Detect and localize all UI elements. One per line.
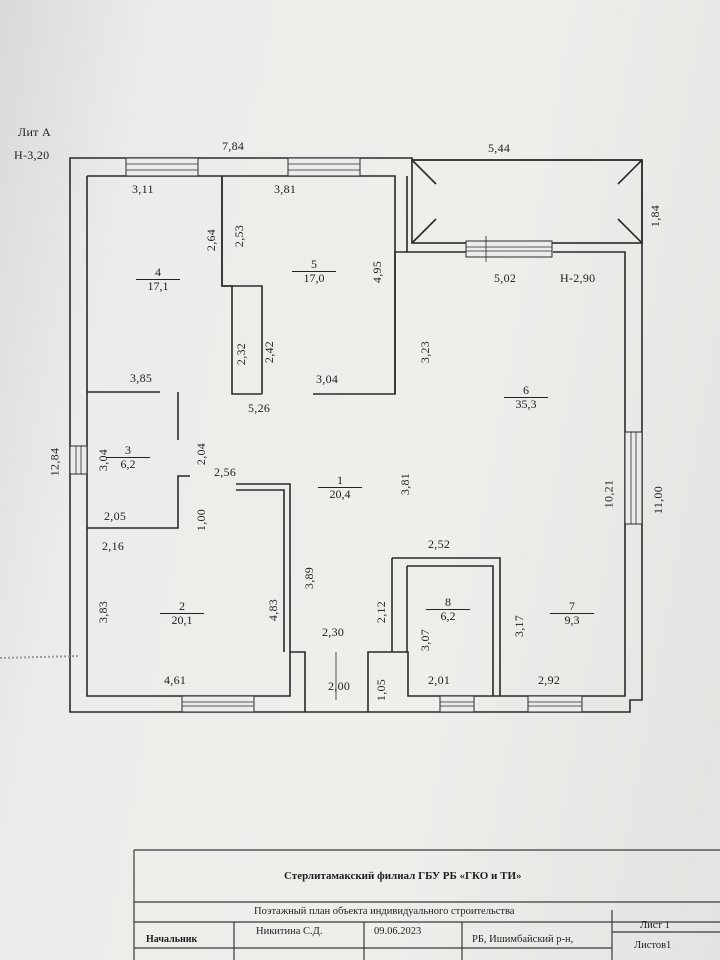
dim-r5-inner: 2,53 [232, 224, 247, 248]
dim-top-annex: 5,44 [488, 141, 511, 155]
room-number: 3 [125, 443, 131, 457]
room-number: 1 [337, 473, 343, 487]
room-area: 20,1 [160, 613, 204, 627]
dim-r8-top: 2,52 [428, 537, 451, 551]
room-area: 20,4 [318, 487, 362, 501]
dim-r2-inner: 3,89 [302, 566, 317, 590]
dim-r3-right: 2,04 [194, 442, 209, 466]
dim-r8-left-wall: 2,12 [374, 600, 389, 624]
window-bottom-room7 [527, 695, 583, 713]
lit-label: Лит А [18, 125, 51, 139]
org-name: Стерлитамакский филиал ГБУ РБ «ГКО и ТИ» [284, 870, 522, 882]
object-address: РБ, Ишимбайский р-н, [472, 934, 574, 945]
room-8: 8 6,2 [426, 596, 470, 623]
wall-room2-top [236, 483, 291, 652]
dim-hall-width: 5,26 [248, 401, 271, 415]
dim-r8-right: 3,17 [512, 614, 527, 638]
dim-left-total: 12,84 [47, 447, 62, 477]
dim-porch-bottom: 2,00 [328, 679, 351, 693]
window-top-mid [287, 157, 361, 177]
room-6: 6 35,3 [504, 384, 548, 411]
dim-r4-top: 3,11 [132, 182, 154, 196]
window-bottom-left [181, 695, 255, 713]
dim-r1-top-left: 2,56 [214, 465, 237, 479]
room-area: 17,1 [136, 279, 180, 293]
room-number: 4 [155, 265, 161, 279]
dim-r7-left: 10,21 [601, 479, 616, 509]
dim-r2-bottom: 4,61 [164, 673, 187, 687]
dim-r5-lower: 2,42 [262, 340, 277, 364]
sheets-total: Листов1 [634, 940, 672, 951]
room-1: 1 20,4 [318, 474, 362, 501]
dim-right-total: 11,00 [651, 485, 666, 515]
room-3: 3 6,2 [106, 444, 150, 471]
room-number: 5 [311, 257, 317, 271]
dim-porch-top: 2,30 [322, 625, 345, 639]
dim-r3-small: 1,00 [194, 508, 209, 532]
dim-top-total: 7,84 [222, 139, 245, 153]
dim-r2-top: 2,16 [102, 539, 125, 553]
room-7: 7 9,3 [550, 600, 594, 627]
dim-r5-top: 3,81 [274, 182, 297, 196]
dim-r4-inner: 2,64 [204, 228, 219, 252]
dim-r1-top-right: 3,23 [418, 340, 433, 364]
window-right [624, 431, 643, 525]
document-date: 09.06.2023 [374, 926, 422, 937]
dim-r4-lower: 2,32 [234, 342, 249, 366]
room-area: 17,0 [292, 271, 336, 285]
dim-r3-top: 3,85 [130, 371, 153, 385]
exterior-wall-outer [69, 157, 643, 713]
signer-role: Начальник [146, 934, 198, 945]
room-number: 6 [523, 383, 529, 397]
title-block-grid [133, 849, 720, 960]
dim-porch-side: 1,05 [374, 678, 389, 702]
room-area: 6,2 [426, 609, 470, 623]
dim-r2-left: 3,83 [96, 600, 111, 624]
window-left [69, 445, 88, 475]
signer-name: Никитина С.Д. [256, 926, 323, 937]
room-area: 9,3 [550, 613, 594, 627]
room-number: 2 [179, 599, 185, 613]
dim-r5-right: 4,95 [370, 260, 385, 284]
room-number: 8 [445, 595, 451, 609]
dim-r8-left: 3,07 [418, 628, 433, 652]
room-area: 6,2 [106, 457, 150, 471]
room-2: 2 20,1 [160, 600, 204, 627]
window-top-left [125, 157, 199, 177]
height-annex: Н-2,90 [560, 271, 596, 285]
room-4: 4 17,1 [136, 266, 180, 293]
dim-r8-bottom: 2,01 [428, 673, 451, 687]
room-area: 35,3 [504, 397, 548, 411]
dim-r1-height: 3,81 [398, 472, 413, 496]
dim-r5-bottom: 3,04 [316, 372, 339, 386]
dim-annex-side: 1,84 [648, 204, 663, 228]
room-number: 7 [569, 599, 575, 613]
dim-annex-bottom: 5,02 [494, 271, 517, 285]
room-5: 5 17,0 [292, 258, 336, 285]
document-title: Поэтажный план объекта индивидуального с… [254, 906, 515, 917]
window-bottom-room8 [439, 695, 475, 713]
dim-r7-bottom: 2,92 [538, 673, 561, 687]
title-block: Стерлитамакский филиал ГБУ РБ «ГКО и ТИ»… [134, 850, 720, 960]
height-main: Н-3,20 [14, 148, 50, 162]
annex-terrace [411, 159, 643, 244]
sheet-number: Лист 1 [640, 920, 670, 931]
wall-room8 [392, 557, 501, 696]
dim-r3-bottom: 2,05 [104, 509, 127, 523]
dim-r2-right: 4,83 [266, 598, 281, 622]
window-annex [465, 240, 553, 258]
